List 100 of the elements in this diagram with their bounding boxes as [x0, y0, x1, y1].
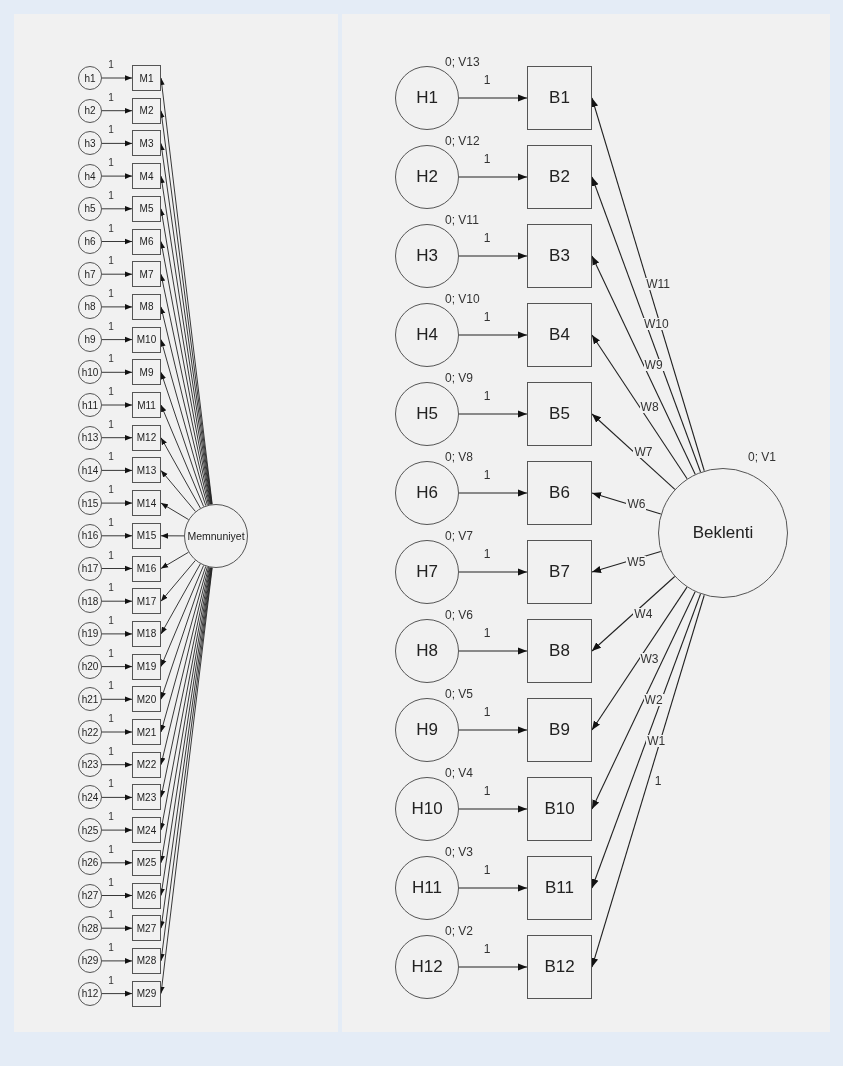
arrow	[458, 94, 528, 102]
arrow	[458, 884, 528, 892]
variance-label: 0; V4	[445, 767, 474, 779]
observed-variable-box: M8	[132, 293, 161, 320]
edge-label: 1	[482, 785, 492, 797]
observed-variable-box: M28	[132, 947, 161, 974]
edge-label: 1	[482, 311, 492, 323]
observed-variable-box: B4	[527, 303, 592, 367]
observed-variable-box: M27	[132, 915, 161, 942]
arrow	[458, 489, 528, 497]
observed-variable-box: M13	[132, 457, 161, 484]
variance-label: 0; V6	[445, 609, 474, 621]
edge-label: 1	[107, 387, 115, 397]
edge-label: 1	[107, 648, 115, 659]
observed-variable-box: B10	[527, 777, 592, 841]
arrow	[591, 255, 696, 475]
edge-label: 1	[482, 943, 492, 955]
edge-label: 1	[107, 354, 115, 365]
edge-label: 1	[107, 583, 115, 594]
edge-label: 1	[482, 706, 492, 718]
edge-label: 1	[107, 942, 115, 953]
arrow	[591, 594, 705, 968]
arrow	[458, 568, 528, 576]
edge-label: 1	[107, 288, 115, 299]
edge-label: 1	[107, 714, 115, 724]
arrow	[591, 586, 688, 731]
edge-label: 1	[107, 844, 115, 855]
edge-label: 1	[653, 775, 663, 788]
edge-label: W11	[645, 278, 671, 291]
edge-label: 1	[107, 910, 115, 921]
edge-label: 1	[107, 321, 115, 332]
edge-label: 1	[107, 746, 115, 757]
arrow	[458, 805, 528, 813]
observed-variable-box: M18	[132, 620, 161, 647]
variance-label: 0; V13	[445, 56, 480, 68]
observed-variable-box: M24	[132, 817, 161, 844]
observed-variable-box: B8	[527, 619, 592, 683]
edge-label: 1	[107, 223, 115, 234]
observed-variable-box: M17	[132, 588, 161, 615]
variance-label: 0; V12	[445, 135, 480, 147]
edge-label: W9	[643, 359, 664, 372]
edge-label: 1	[107, 975, 115, 986]
edge-label: 1	[107, 779, 115, 790]
edge-label: 1	[482, 153, 492, 165]
observed-variable-box: B6	[527, 461, 592, 525]
edge-label: 1	[482, 864, 492, 876]
edge-label: 1	[482, 469, 492, 481]
arrow	[458, 726, 528, 734]
observed-variable-box: B9	[527, 698, 592, 762]
observed-variable-box: M23	[132, 784, 161, 811]
edge-label: 1	[107, 158, 115, 169]
arrow	[591, 176, 702, 473]
edge-label: 1	[107, 92, 115, 103]
observed-variable-box: M21	[132, 719, 161, 745]
observed-variable-box: B11	[527, 856, 592, 920]
observed-variable-box: M16	[132, 555, 161, 582]
arrow	[458, 410, 528, 418]
edge-label: W2	[643, 694, 664, 707]
arrow	[458, 647, 528, 655]
observed-variable-box: M29	[132, 980, 161, 1007]
observed-variable-box: M19	[132, 653, 161, 680]
edge-label: W10	[642, 318, 670, 331]
observed-variable-box: B7	[527, 540, 592, 604]
observed-variable-box: M6	[132, 228, 161, 255]
observed-variable-box: M12	[132, 424, 161, 451]
edge-label: 1	[107, 485, 115, 496]
observed-variable-box: M25	[132, 849, 161, 876]
observed-variable-box: B5	[527, 382, 592, 446]
variance-label: 0; V10	[445, 293, 480, 305]
observed-variable-box: M15	[132, 522, 161, 549]
observed-variable-box: M3	[132, 130, 161, 157]
arrow	[591, 591, 696, 810]
arrow	[458, 963, 528, 971]
edge-label: 1	[482, 390, 492, 402]
variance-label: 0; V11	[445, 214, 479, 226]
variance-label: 0; V9	[445, 372, 474, 384]
observed-variable-box: B2	[527, 145, 592, 209]
arrow	[458, 173, 528, 181]
observed-variable-box: M20	[132, 686, 161, 713]
arrow	[591, 334, 688, 480]
observed-variable-box: M10	[132, 326, 161, 353]
arrow	[591, 413, 676, 490]
edge-label: 1	[107, 517, 115, 528]
edge-label: 1	[107, 452, 115, 463]
variance-label: 0; V2	[445, 925, 474, 937]
observed-variable-box: M2	[132, 97, 161, 124]
observed-variable-box: M7	[132, 261, 161, 288]
edge-label: 1	[107, 615, 115, 626]
edge-label: 1	[107, 419, 115, 430]
edge-label: 1	[482, 627, 492, 639]
arrow	[591, 97, 705, 472]
edge-label: 1	[107, 550, 115, 561]
edge-label: 1	[482, 74, 492, 86]
edge-label: 1	[482, 232, 492, 244]
observed-variable-box: M26	[132, 882, 161, 909]
observed-variable-box: M5	[132, 195, 161, 222]
observed-variable-box: B3	[527, 224, 592, 288]
observed-variable-box: B12	[527, 935, 592, 999]
observed-variable-box: M22	[132, 751, 161, 778]
edge-label: 1	[482, 548, 492, 560]
